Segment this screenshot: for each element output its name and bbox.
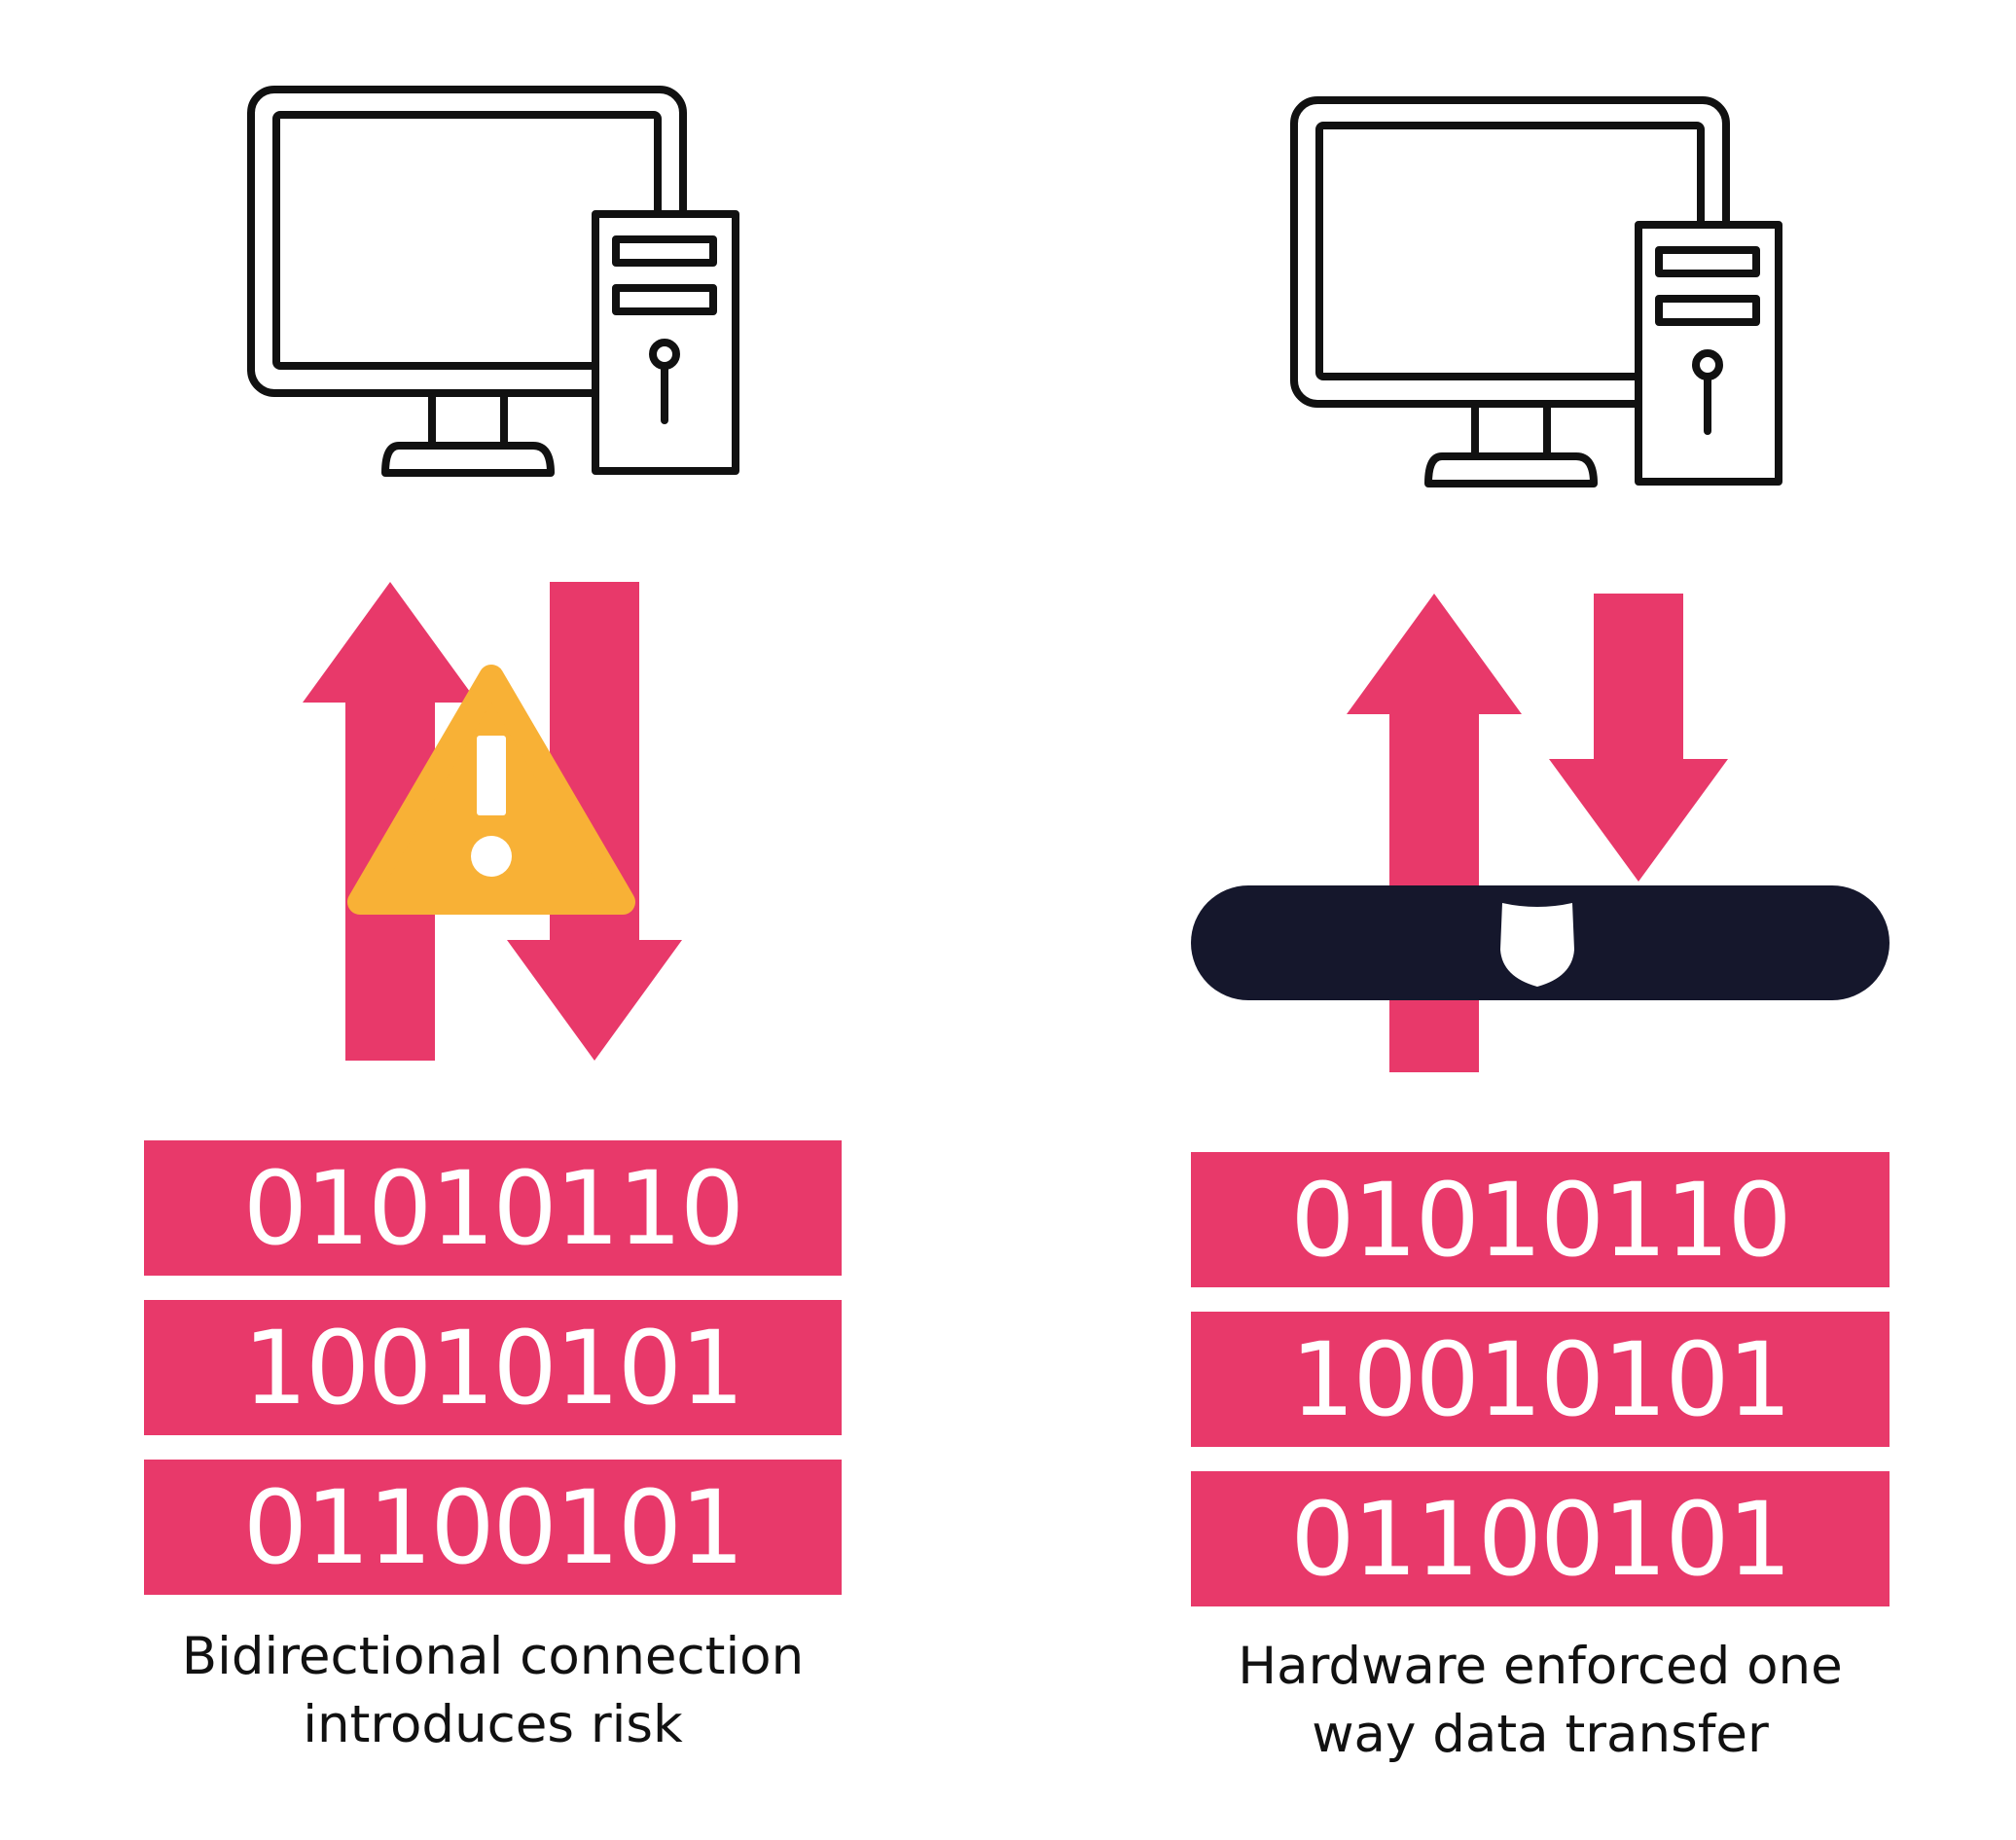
tower-slot-1 [1655, 246, 1760, 277]
caption-line: way data transfer [1312, 1705, 1769, 1764]
binary-row: 01100101 [144, 1460, 842, 1595]
caption-line: Bidirectional connection [181, 1627, 805, 1686]
caption-one-way: Hardware enforced one way data transfer [1115, 1633, 1965, 1769]
tower-slot-2 [1655, 295, 1760, 326]
shield-icon [1500, 903, 1574, 987]
left-panel: 01010110 10010101 01100101 Bidirectional… [78, 86, 908, 1759]
right-illustration [1191, 96, 1890, 1072]
download-arrow-icon [1549, 594, 1728, 882]
binary-row: 10010101 [1191, 1312, 1890, 1447]
binary-row: 10010101 [144, 1300, 842, 1435]
caption-line: Hardware enforced one [1238, 1637, 1843, 1696]
warning-exclamation-bar [477, 736, 506, 815]
monitor-stand [428, 393, 508, 450]
caption-line: introduces risk [303, 1695, 683, 1754]
right-panel: 01010110 10010101 01100101 Hardware enfo… [1008, 0, 2016, 1840]
warning-exclamation-dot [471, 836, 512, 877]
upload-arrow-icon [1347, 594, 1522, 1072]
download-arrow-icon [507, 582, 682, 1061]
computer-icon [247, 86, 739, 477]
binary-row: 01100101 [1191, 1471, 1890, 1606]
tower-slot-1 [612, 235, 717, 267]
monitor-stand [1471, 404, 1551, 460]
binary-row: 01010110 [144, 1140, 842, 1276]
warning-icon [347, 665, 635, 915]
computer-icon [1290, 96, 1782, 487]
binary-row: 01010110 [1191, 1152, 1890, 1287]
caption-bidirectional: Bidirectional connection introduces risk [78, 1623, 908, 1759]
monitor-base [381, 442, 555, 477]
left-illustration [247, 86, 739, 1061]
tower-slot-2 [612, 284, 717, 315]
upload-arrow-icon [303, 582, 478, 1061]
monitor-base [1424, 452, 1598, 487]
